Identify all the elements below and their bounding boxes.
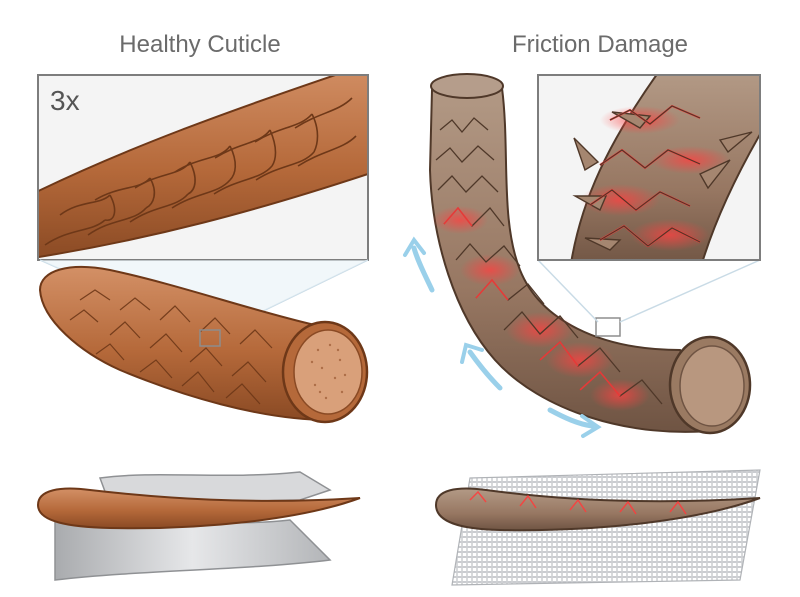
damaged-zoom-connector: [537, 259, 761, 323]
damaged-hair-strand: [428, 73, 752, 435]
zoom-factor-label: 3x: [50, 85, 80, 116]
friction-damage-title: Friction Damage: [512, 31, 688, 58]
healthy-cuticle-title: Healthy Cuticle: [119, 31, 280, 58]
healthy-zoom-marker: [199, 329, 221, 347]
healthy-hair-strand: [38, 266, 369, 424]
friction-damage-panel: Friction Damage: [403, 31, 761, 586]
healthy-zoom-inset: 3x: [37, 74, 369, 261]
damaged-zoom-inset: [537, 74, 761, 323]
damaged-hair-on-mesh-surface: [434, 469, 761, 586]
damaged-zoom-marker: [595, 317, 621, 337]
healthy-cuticle-panel: Healthy Cuticle: [36, 31, 369, 581]
healthy-hair-on-smooth-surface: [36, 471, 361, 581]
friction-arrow-icon: [403, 236, 602, 438]
